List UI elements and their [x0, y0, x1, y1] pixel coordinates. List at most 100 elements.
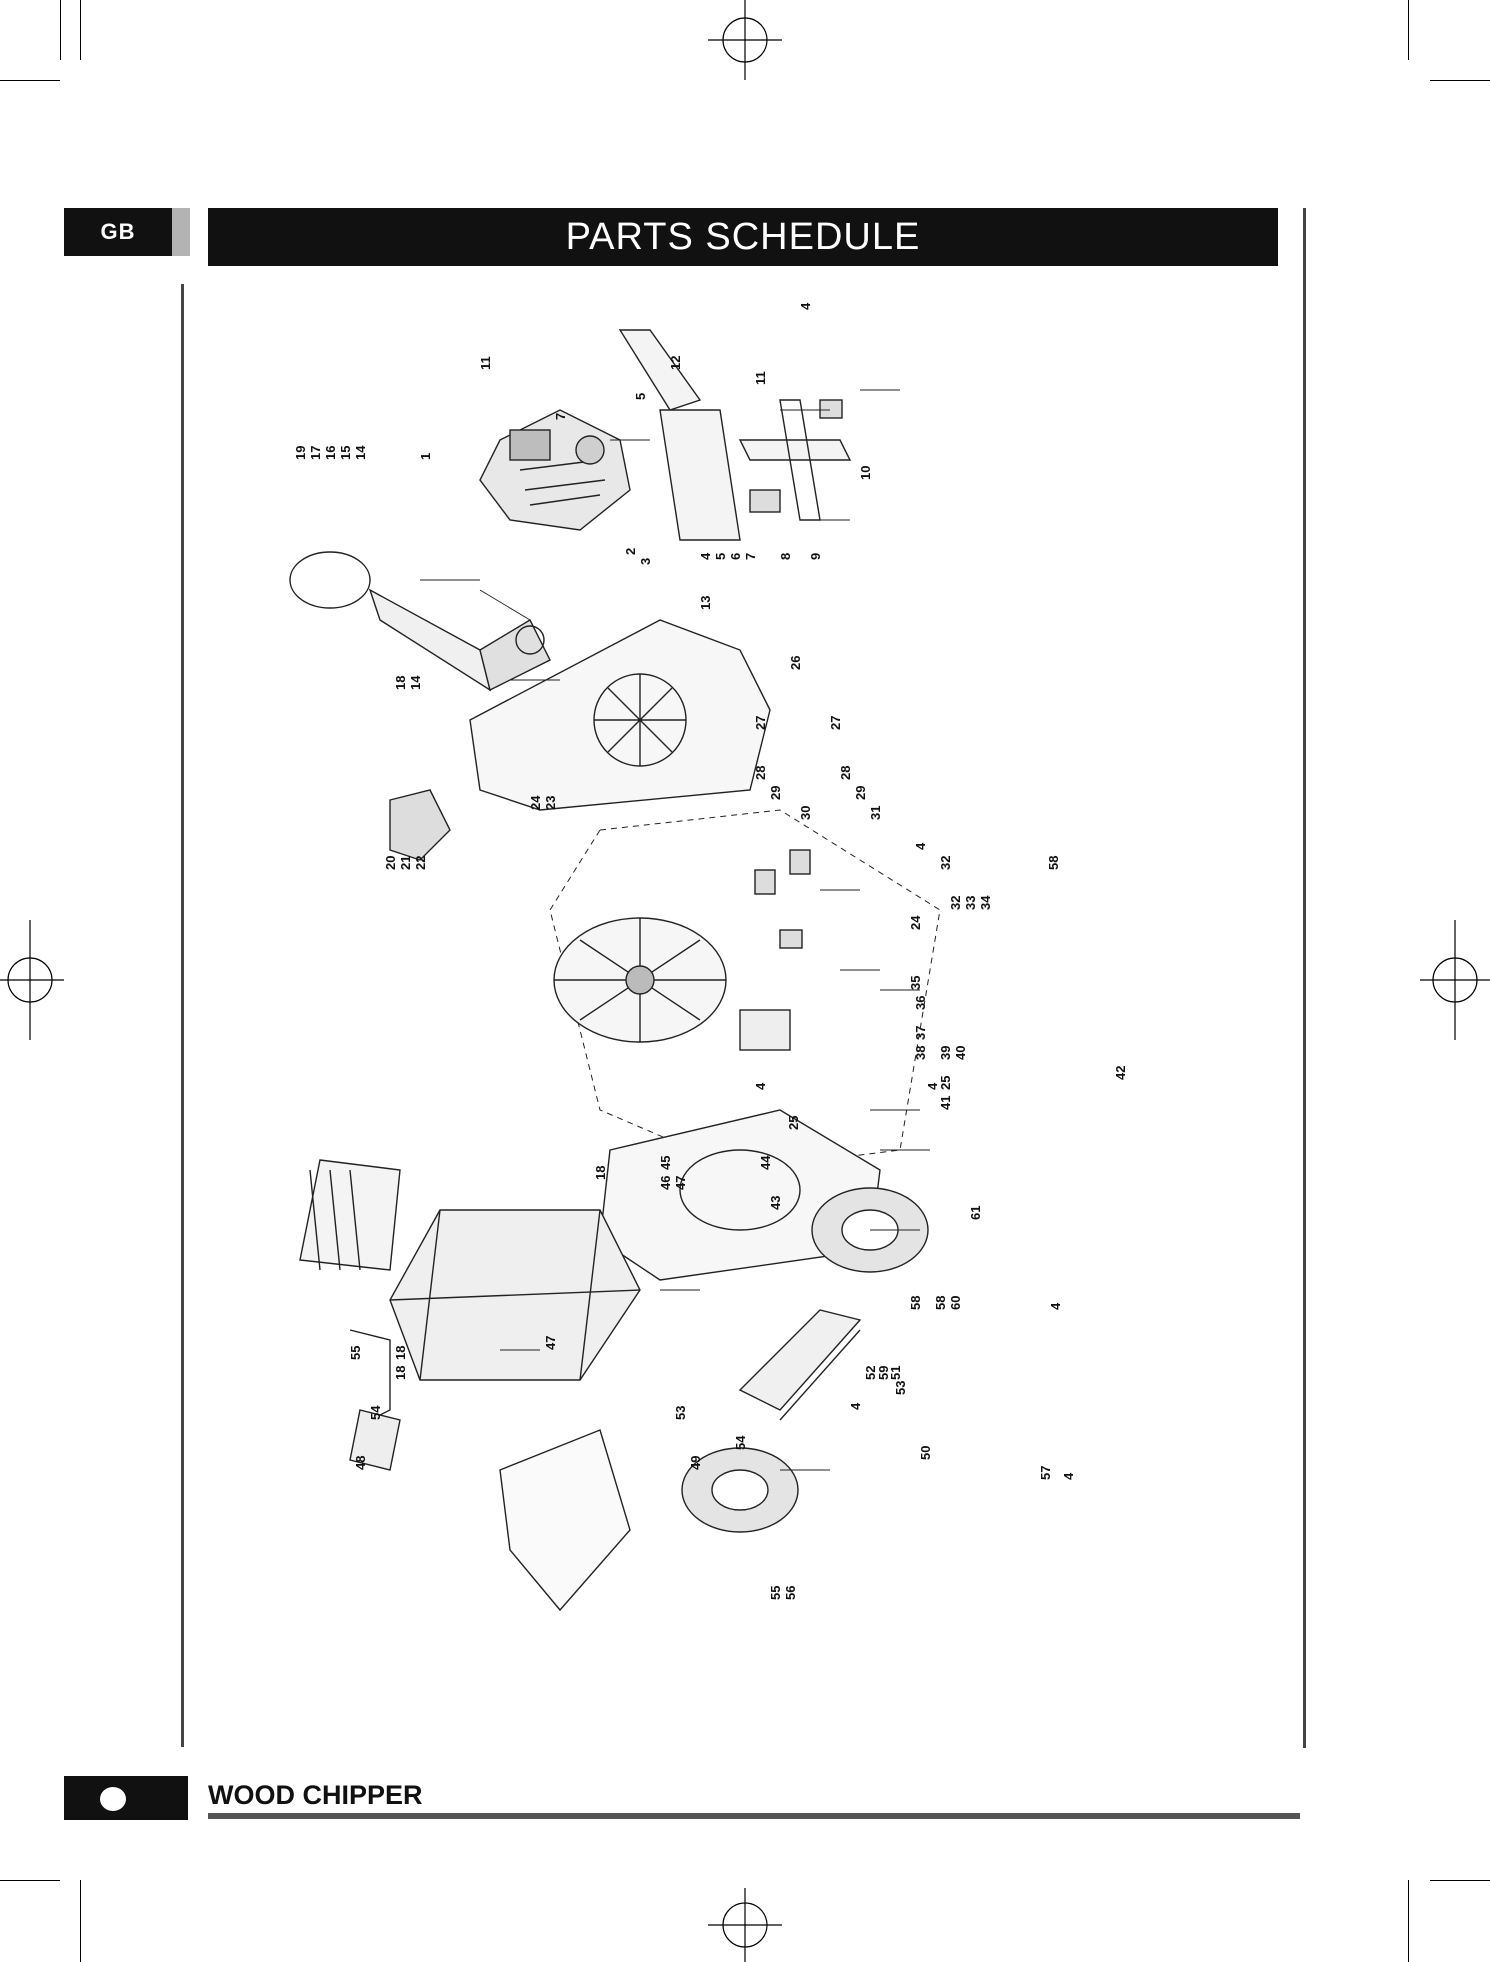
crop-mark [0, 1880, 60, 1881]
callout: 53 [893, 1381, 908, 1395]
language-tab: GB [64, 208, 172, 256]
registration-mark-top [700, 0, 790, 80]
callout: 16 [323, 446, 338, 460]
callout: 54 [368, 1405, 383, 1420]
callout: 39 [938, 1046, 953, 1060]
callout: 4 [1048, 1302, 1063, 1310]
callout: 20 [383, 856, 398, 870]
callout: 27 [753, 716, 768, 730]
callout: 2 [623, 548, 638, 555]
callout: 19 [293, 446, 308, 460]
page-title: PARTS SCHEDULE [208, 208, 1278, 266]
callout: 43 [768, 1196, 783, 1210]
page-number-tab [64, 1776, 188, 1820]
callout: 18 [393, 676, 408, 690]
callout: 36 [913, 996, 928, 1010]
callout: 56 [783, 1586, 798, 1600]
callout: 29 [768, 786, 783, 800]
registration-mark-bottom [700, 1888, 790, 1962]
crop-mark [80, 1880, 81, 1962]
callout: 13 [698, 596, 713, 610]
callout: 32 [948, 896, 963, 910]
callout: 28 [753, 766, 768, 780]
callout: 59 [876, 1366, 891, 1380]
callout: 1 [418, 453, 433, 460]
callout: 27 [828, 716, 843, 730]
flywheel-drawing [554, 918, 726, 1042]
callout: 23 [543, 796, 558, 810]
callout: 4 [798, 302, 813, 310]
cutter-plate-drawing [390, 790, 450, 860]
callout: 55 [768, 1586, 783, 1600]
callout: 54 [733, 1435, 748, 1450]
callout: 10 [858, 466, 873, 480]
callout: 24 [528, 795, 543, 810]
registration-mark-left [0, 920, 64, 1040]
callout: 44 [758, 1155, 773, 1170]
callout: 58 [1046, 856, 1061, 870]
callout: 14 [353, 445, 368, 460]
crop-mark [80, 0, 81, 60]
blade-parts-drawing [740, 850, 810, 1050]
engine-drawing [480, 410, 630, 530]
crop-mark [60, 0, 61, 60]
callout: 60 [948, 1296, 963, 1310]
page-number-dot [100, 1787, 126, 1811]
crop-mark [0, 80, 60, 81]
callout: 4 [848, 1402, 863, 1410]
callout: 4 [698, 552, 713, 560]
callout: 47 [673, 1176, 688, 1190]
callout: 34 [978, 895, 993, 910]
callout: 3 [638, 558, 653, 565]
callout: 47 [543, 1336, 558, 1350]
callout: 14 [408, 675, 423, 690]
callout: 11 [478, 356, 493, 370]
callout: 18 [593, 1166, 608, 1180]
callout: 5 [633, 393, 648, 400]
callout: 41 [938, 1096, 953, 1110]
footer-product-name: WOOD CHIPPER [208, 1780, 423, 1811]
exploded-parts-diagram: 1 2 3 4 4 4 4 4 4 4 4 5 5 6 7 7 8 9 10 1… [180, 290, 1190, 1660]
callout: 22 [413, 856, 428, 870]
registration-mark-right [1420, 920, 1490, 1040]
callout: 32 [938, 856, 953, 870]
callout: 58 [933, 1296, 948, 1310]
discharge-chute-drawing [290, 552, 550, 690]
callout: 42 [1113, 1066, 1128, 1080]
axle-drawing [740, 1310, 860, 1420]
callout: 30 [798, 806, 813, 820]
callout: 45 [658, 1156, 673, 1170]
callout: 4 [753, 1082, 768, 1090]
callout: 21 [398, 856, 413, 870]
callout: 29 [853, 786, 868, 800]
right-frame-rule [1303, 208, 1306, 1748]
crop-mark [1430, 1880, 1490, 1881]
callout: 17 [308, 446, 323, 460]
callout: 7 [553, 413, 568, 420]
callout: 25 [938, 1076, 953, 1090]
callout: 4 [913, 842, 928, 850]
callout: 53 [673, 1406, 688, 1420]
callout: 26 [788, 656, 803, 670]
language-tab-edge [172, 208, 190, 256]
callout: 15 [338, 446, 353, 460]
callout: 58 [908, 1296, 923, 1310]
callout: 61 [968, 1206, 983, 1220]
collection-bag-drawing [500, 1430, 630, 1610]
callout: 48 [353, 1456, 368, 1470]
crop-mark [1430, 80, 1490, 81]
callout: 35 [908, 976, 923, 990]
callout: 38 [913, 1046, 928, 1060]
callout: 37 [913, 1026, 928, 1040]
footer-rule [208, 1813, 1300, 1819]
callout: 6 [728, 553, 743, 560]
callout: 24 [908, 915, 923, 930]
callout: 31 [868, 806, 883, 820]
callout: 25 [786, 1116, 801, 1130]
callout: 11 [753, 371, 768, 385]
callout: 7 [743, 553, 758, 560]
callout: 9 [808, 553, 823, 560]
callout: 5 [713, 553, 728, 560]
callout: 46 [658, 1176, 673, 1190]
callout: 28 [838, 766, 853, 780]
